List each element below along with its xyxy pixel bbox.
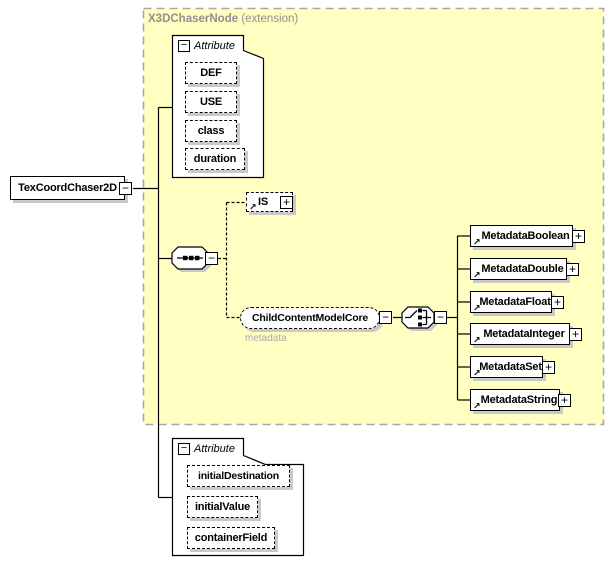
sequence-icon[interactable] bbox=[171, 246, 211, 272]
element-label: IS bbox=[258, 196, 268, 208]
expand-icon[interactable]: + bbox=[566, 263, 579, 276]
group-label: ChildContentModelCore bbox=[252, 312, 368, 324]
expand-icon[interactable]: + bbox=[542, 361, 555, 374]
element-label: MetadataSet bbox=[479, 361, 542, 373]
attribute-containerfield[interactable]: containerField bbox=[187, 527, 275, 549]
collapse-icon[interactable]: − bbox=[119, 182, 132, 195]
reference-icon: ↗ bbox=[473, 237, 481, 247]
reference-icon: ↗ bbox=[473, 270, 481, 280]
attribute-def[interactable]: DEF bbox=[185, 62, 237, 84]
attribute-group-top-title: Attribute bbox=[194, 40, 235, 52]
element-label: MetadataString bbox=[480, 394, 558, 406]
element-metadatafloat[interactable]: ↗ MetadataFloat bbox=[470, 291, 552, 313]
solid-connectors bbox=[133, 106, 470, 499]
element-metadatastring[interactable]: ↗ MetadataString bbox=[470, 389, 560, 411]
attribute-label: duration bbox=[193, 153, 237, 165]
collapse-icon[interactable]: − bbox=[178, 40, 190, 52]
attribute-initialvalue[interactable]: initialValue bbox=[187, 496, 258, 518]
extension-container-header: X3DChaserNode (extension) bbox=[148, 13, 298, 25]
reference-icon: ↗ bbox=[473, 335, 481, 345]
extension-kind: (extension) bbox=[241, 13, 299, 25]
element-metadataset[interactable]: ↗ MetadataSet bbox=[470, 356, 543, 378]
element-label: MetadataFloat bbox=[479, 296, 551, 308]
collapse-icon[interactable]: − bbox=[379, 311, 392, 324]
element-label: TexCoordChaser2D bbox=[18, 182, 117, 194]
attribute-label: USE bbox=[199, 96, 223, 108]
element-metadataboolean[interactable]: ↗ MetadataBoolean bbox=[470, 225, 573, 247]
expand-icon[interactable]: + bbox=[569, 328, 582, 341]
ccmc-annotation: metadata bbox=[245, 333, 287, 344]
collapse-icon[interactable]: − bbox=[178, 443, 190, 455]
attribute-label: DEF bbox=[200, 67, 222, 79]
attribute-label: containerField bbox=[194, 532, 268, 544]
element-metadatadouble[interactable]: ↗ MetadataDouble bbox=[470, 258, 567, 280]
expand-icon[interactable]: + bbox=[558, 394, 571, 407]
choice-icon[interactable] bbox=[401, 306, 437, 331]
collapse-icon[interactable]: − bbox=[205, 252, 218, 265]
element-label: MetadataBoolean bbox=[481, 230, 570, 242]
reference-icon: ↗ bbox=[473, 401, 481, 411]
group-childcontentmodelcore[interactable]: ChildContentModelCore bbox=[240, 307, 380, 329]
reference-icon: ↗ bbox=[249, 202, 257, 212]
attribute-duration[interactable]: duration bbox=[185, 148, 245, 170]
expand-icon[interactable]: + bbox=[280, 196, 293, 209]
attribute-label: initialDestination bbox=[198, 470, 279, 482]
element-label: MetadataInteger bbox=[483, 328, 565, 340]
attribute-group-bottom-title: Attribute bbox=[194, 443, 235, 455]
attribute-initialdestination[interactable]: initialDestination bbox=[187, 465, 290, 487]
reference-icon: ↗ bbox=[473, 368, 481, 378]
element-metadatainteger[interactable]: ↗ MetadataInteger bbox=[470, 323, 570, 345]
collapse-icon[interactable]: − bbox=[434, 311, 447, 324]
expand-icon[interactable]: + bbox=[551, 296, 564, 309]
extension-name: X3DChaserNode bbox=[148, 13, 239, 25]
dashed-connectors bbox=[218, 201, 246, 319]
reference-icon: ↗ bbox=[473, 303, 481, 313]
expand-icon[interactable]: + bbox=[572, 230, 585, 243]
attribute-label: class bbox=[197, 125, 225, 137]
attribute-class[interactable]: class bbox=[185, 120, 237, 142]
attribute-use[interactable]: USE bbox=[185, 91, 237, 113]
element-texcoordchaser2d[interactable]: TexCoordChaser2D bbox=[10, 176, 125, 200]
attribute-label: initialValue bbox=[194, 501, 251, 513]
element-label: MetadataDouble bbox=[481, 263, 564, 275]
